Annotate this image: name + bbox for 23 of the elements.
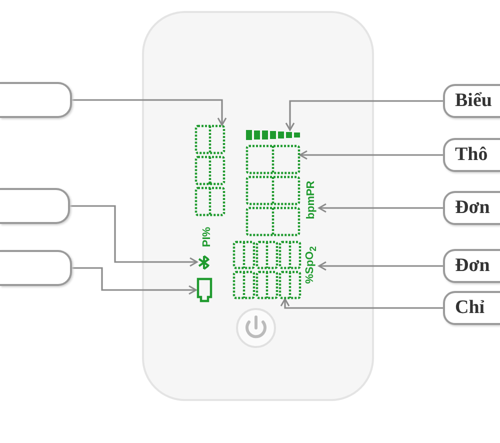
callout-text: Đơn [455,197,490,219]
leader-line [299,150,443,160]
callout-text: Chỉ [455,297,485,319]
leader-line [72,99,227,126]
callout-box [443,249,500,283]
callout-box [443,191,500,225]
leader-line [318,261,443,271]
callout-box [0,82,72,118]
unit-label: bpmPR [305,180,317,220]
leader-line [70,205,198,267]
callout-box [443,138,500,172]
leader-line [72,267,197,295]
callout-text: Biểu [455,90,492,112]
callout-box [443,84,500,118]
leader-line [318,203,443,213]
callout-box [0,250,72,286]
leader-line [285,100,443,131]
leader-line [280,298,443,309]
display-label: PI% [201,226,213,248]
callout-text: Đơn [455,255,490,277]
callout-box [443,291,500,325]
callout-box [0,188,70,224]
callout-text: Thô [455,144,488,166]
